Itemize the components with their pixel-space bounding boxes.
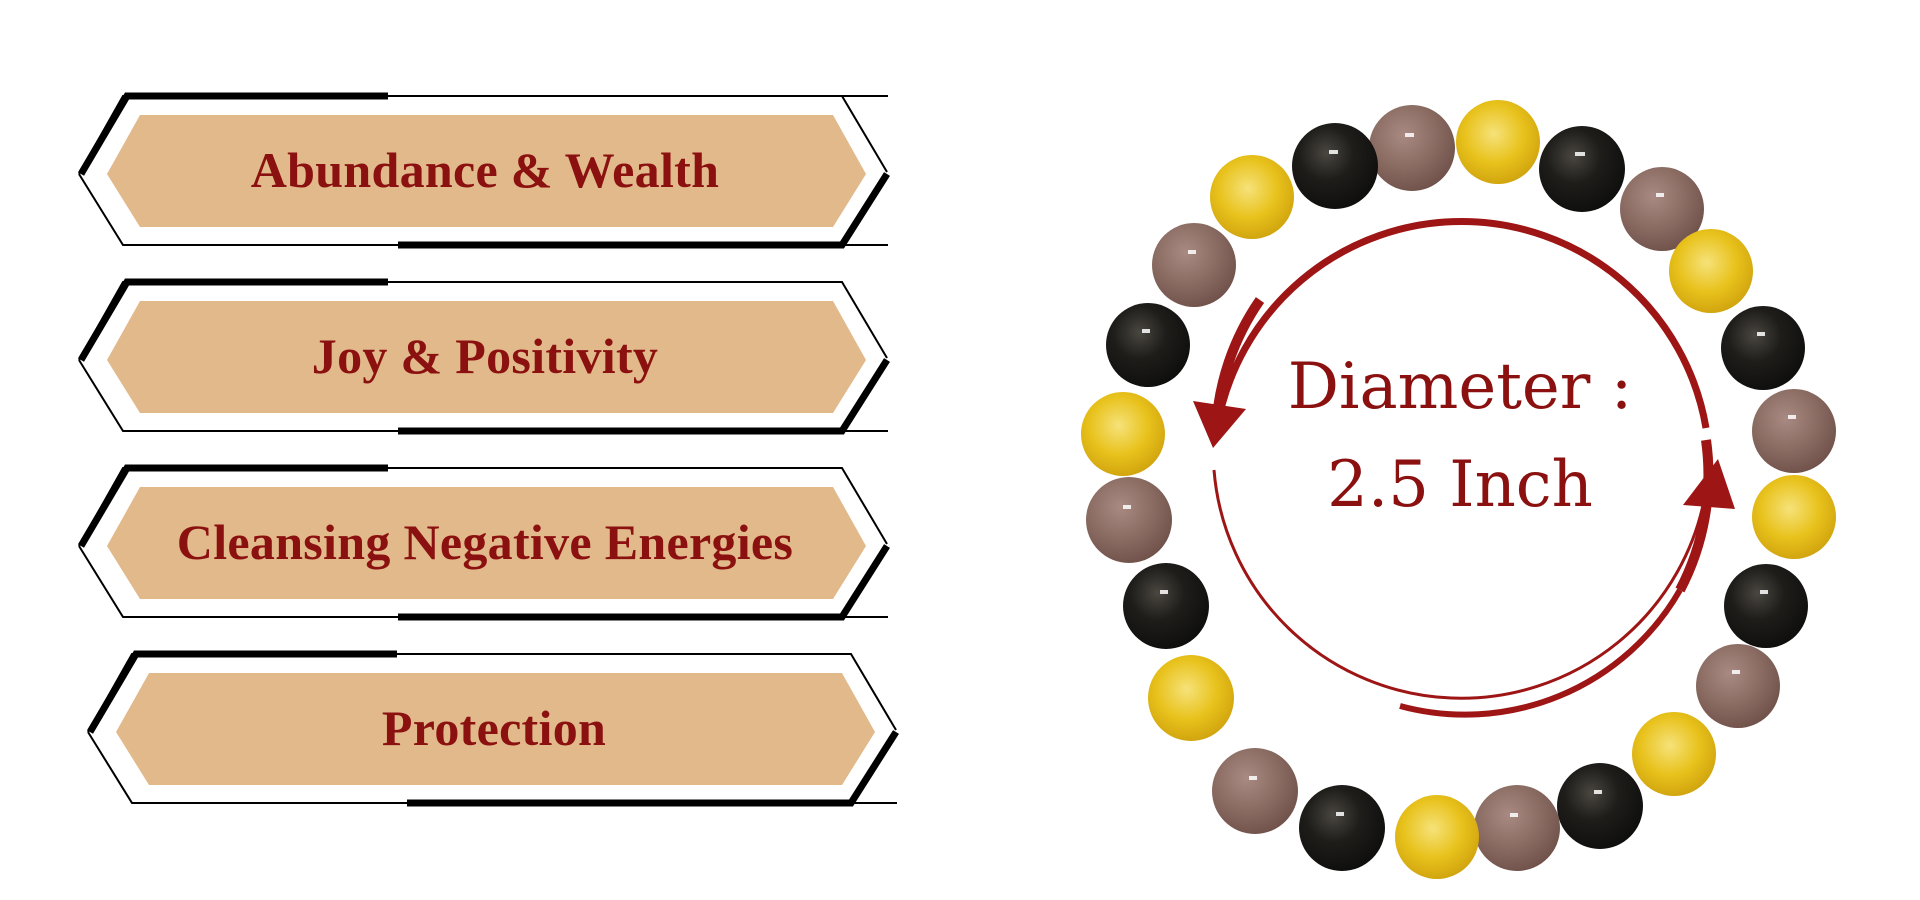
diameter-label: Diameter : xyxy=(1287,350,1633,424)
benefit-label: Protection xyxy=(381,700,607,756)
benefit-banner-abundance: Abundance & Wealth xyxy=(70,90,900,250)
banner-frame-icon xyxy=(77,464,890,621)
bracelet-image xyxy=(1081,100,1836,879)
beads xyxy=(1081,100,1836,879)
banner-frame-icon xyxy=(86,650,899,807)
benefit-label: Joy & Positivity xyxy=(311,328,659,384)
benefit-label: Abundance & Wealth xyxy=(250,142,720,198)
benefit-banner-joy: Joy & Positivity xyxy=(70,276,900,436)
benefit-banner-cleansing: Cleansing Negative Energies xyxy=(70,462,900,622)
banner-frame-icon xyxy=(77,92,890,249)
banner-frame-icon xyxy=(77,278,890,435)
benefit-label: Cleansing Negative Energies xyxy=(176,514,794,570)
benefit-banner-protection: Protection xyxy=(79,648,909,808)
diameter-value: 2.5 Inch xyxy=(1327,448,1593,522)
diameter-arrow-icon xyxy=(1193,218,1735,718)
